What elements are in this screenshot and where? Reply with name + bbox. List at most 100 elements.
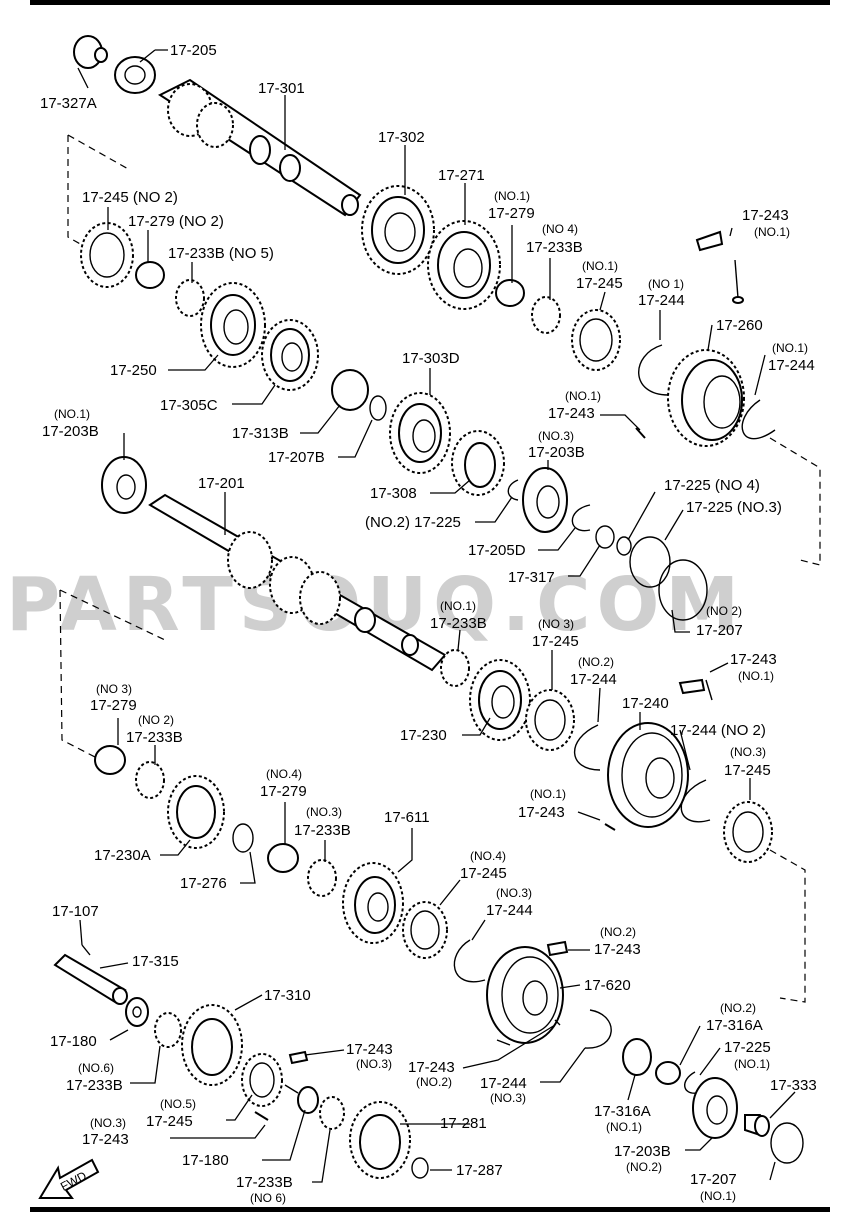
part-17-203b-no3-bearing[interactable]	[522, 467, 568, 533]
part-17-281-gear[interactable]	[349, 1101, 411, 1179]
label-17-245-no4-b: 17-245	[460, 865, 507, 882]
part-17-243-mid2-key[interactable]	[604, 823, 616, 831]
top-border	[30, 0, 830, 5]
part-17-243-right-key[interactable]	[678, 678, 713, 701]
part-17-245-no1-ring[interactable]	[571, 309, 621, 371]
part-17-180b-washer[interactable]	[284, 1084, 319, 1114]
label-17-225-no4: 17-225 (NO 4)	[664, 477, 760, 494]
part-17-245-no5-ring[interactable]	[241, 1053, 283, 1107]
part-17-240-hub[interactable]	[607, 722, 689, 828]
label-17-279-no3-a: (NO 3)	[96, 682, 132, 696]
label-17-243-no2: 17-243	[594, 941, 641, 958]
part-17-279-no3-sleeve[interactable]	[94, 745, 126, 775]
label-17-233b-no3-a: (NO.3)	[306, 805, 342, 819]
part-17-205d-clip[interactable]	[571, 504, 591, 532]
part-17-243-no2b-key[interactable]	[496, 1019, 561, 1046]
part-17-245-no4-ring[interactable]	[402, 901, 448, 959]
part-17-244-no3b-clip[interactable]	[584, 1009, 612, 1049]
label-17-244-no3-b: 17-244	[486, 902, 533, 919]
part-17-207b-ring[interactable]	[369, 395, 387, 421]
dashed-guide-upper-left	[67, 134, 131, 246]
part-17-327a[interactable]	[73, 35, 108, 69]
part-17-316a-no1-ring[interactable]	[622, 1038, 652, 1076]
label-17-279-no2: 17-279 (NO 2)	[128, 213, 224, 230]
part-17-302-gear[interactable]	[361, 185, 435, 275]
leader-lines	[77, 49, 796, 1183]
part-17-207-no1-ring[interactable]	[770, 1122, 804, 1164]
label-17-207b: 17-207B	[268, 449, 325, 466]
part-17-271-gear[interactable]	[427, 220, 501, 310]
part-17-620-hub[interactable]	[486, 946, 564, 1044]
part-17-225-no1-clip[interactable]	[684, 1071, 698, 1094]
label-17-207-no1-b: (NO.1)	[700, 1189, 736, 1203]
part-17-279-no4-sleeve[interactable]	[267, 843, 299, 873]
part-17-279-no2-sleeve[interactable]	[135, 261, 165, 289]
label-17-233b-no6-b: 17-233B	[66, 1077, 123, 1094]
label-17-243-no2-a: (NO.2)	[600, 925, 636, 939]
part-17-245-no3-ring[interactable]	[525, 689, 575, 751]
part-17-207-no2-ring[interactable]	[658, 559, 708, 621]
label-17-244-no1r-a: (NO.1)	[772, 341, 808, 355]
part-17-225-no4-ring[interactable]	[616, 536, 632, 556]
label-17-207-no2-a: (NO 2)	[706, 604, 742, 618]
part-17-279-no1-sleeve[interactable]	[495, 279, 525, 307]
part-17-333-plug[interactable]	[744, 1114, 770, 1137]
part-17-205-bearing[interactable]	[114, 56, 156, 94]
label-17-201: 17-201	[198, 475, 245, 492]
label-17-207-no1-a: 17-207	[690, 1171, 737, 1188]
part-17-244-no2-clip[interactable]	[573, 724, 601, 771]
part-17-243-no3-key[interactable]	[288, 1050, 309, 1065]
part-17-203b-no2-bearing[interactable]	[692, 1077, 738, 1139]
label-17-243-top-b: (NO.1)	[754, 225, 790, 239]
part-17-225-no3-ring[interactable]	[629, 536, 671, 588]
label-17-233b-no2-b: 17-233B	[126, 729, 183, 746]
part-17-230a-gear[interactable]	[167, 775, 225, 849]
part-17-233b-no4-bearing[interactable]	[531, 296, 561, 334]
part-17-233b-no6-bearing[interactable]	[154, 1012, 182, 1048]
part-17-305c-gear[interactable]	[261, 319, 319, 391]
part-17-245-no2-ring[interactable]	[80, 222, 134, 288]
part-17-243-mid-key[interactable]	[635, 427, 646, 439]
part-17-201-shaft[interactable]	[148, 493, 447, 672]
part-17-315-shaft[interactable]	[53, 953, 128, 1005]
part-17-107-pin[interactable]	[81, 944, 91, 956]
part-17-180-washer[interactable]	[125, 997, 149, 1027]
part-17-244-no1-right-clip[interactable]	[741, 399, 776, 440]
label-17-308: 17-308	[370, 485, 417, 502]
label-17-243-mid-b: 17-243	[548, 405, 595, 422]
part-17-245-no3-right-ring[interactable]	[723, 801, 773, 863]
part-17-316a-no2-sleeve[interactable]	[655, 1061, 681, 1085]
label-17-244-no1r-b: 17-244	[768, 357, 815, 374]
part-17-611-gear[interactable]	[342, 862, 404, 944]
part-17-225-no2-clip[interactable]	[507, 479, 519, 501]
part-17-233b-no2-bearing[interactable]	[135, 761, 165, 799]
part-17-233b-no6b-bearing[interactable]	[319, 1096, 345, 1130]
part-17-233b-no3-bearing[interactable]	[307, 859, 337, 897]
part-17-244-no1-clip[interactable]	[638, 344, 669, 396]
part-17-203b-no1-bearing[interactable]	[101, 456, 147, 514]
part-17-244-no3-clip[interactable]	[453, 939, 486, 983]
label-17-233b-no1-b: 17-233B	[430, 615, 487, 632]
label-17-245-no2: 17-245 (NO 2)	[82, 189, 178, 206]
part-17-308-gear[interactable]	[451, 430, 505, 496]
part-17-250-gear[interactable]	[200, 282, 266, 368]
part-17-243-top-key[interactable]	[695, 230, 744, 304]
part-17-244-no2-right-clip[interactable]	[680, 779, 711, 823]
label-17-250: 17-250	[110, 362, 157, 379]
part-17-287-ring[interactable]	[411, 1157, 429, 1179]
dashed-guide-upper-right	[769, 437, 821, 566]
label-17-245-no3-a: (NO 3)	[538, 617, 574, 631]
label-17-310: 17-310	[264, 987, 311, 1004]
part-17-310-gear[interactable]	[181, 1004, 243, 1086]
part-17-276-ring[interactable]	[232, 823, 254, 853]
part-17-243-no3b-key[interactable]	[254, 1111, 269, 1121]
part-17-303d-gear[interactable]	[389, 392, 451, 474]
part-17-313b-sleeve[interactable]	[331, 369, 369, 411]
part-17-260-sleeve[interactable]	[667, 349, 745, 447]
part-17-301-shaft[interactable]	[157, 78, 362, 217]
part-17-233b-no1-bearing[interactable]	[440, 649, 470, 687]
part-17-243-no2-key[interactable]	[546, 940, 569, 957]
part-17-230-gear[interactable]	[469, 659, 531, 741]
part-17-233b-no5-bearing[interactable]	[175, 279, 205, 317]
part-17-317-washer[interactable]	[595, 525, 615, 549]
